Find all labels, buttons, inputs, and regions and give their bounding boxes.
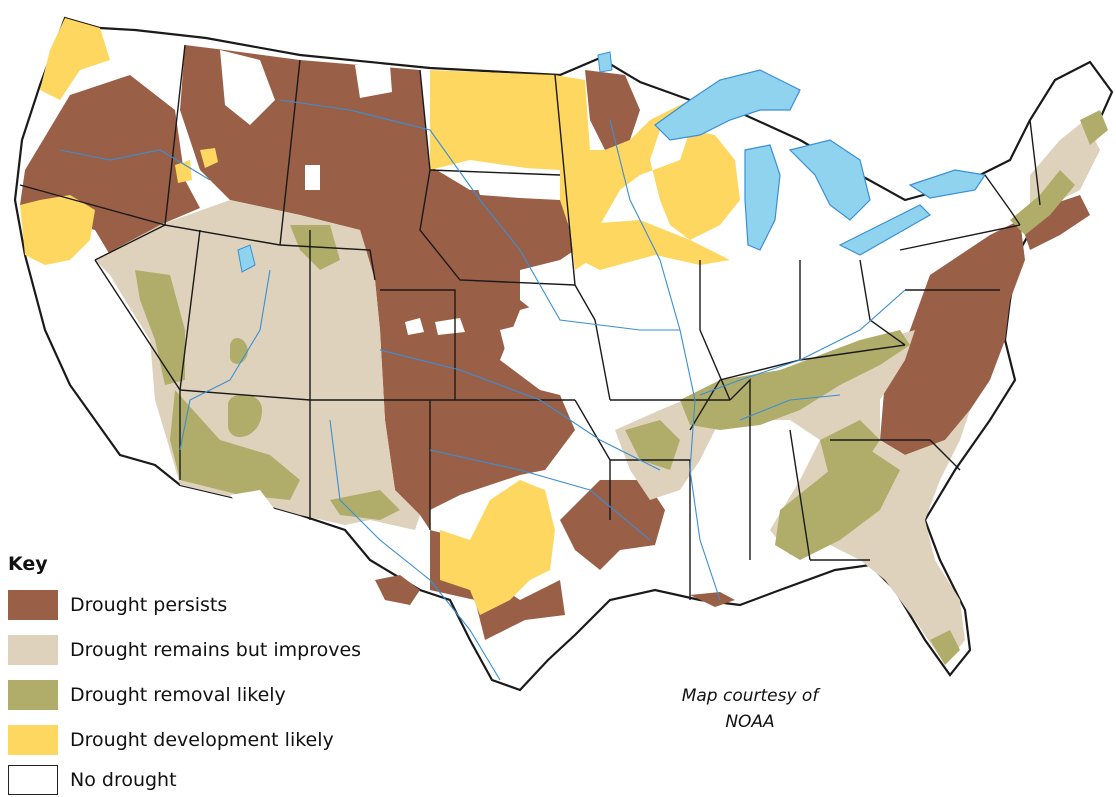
credit-line-2: NOAA: [725, 712, 775, 732]
red-river: [429, 449, 651, 541]
lake-michigan: [744, 144, 781, 251]
region-north-dakota-east: [585, 70, 640, 150]
map-credit: Map courtesy of NOAA: [650, 683, 850, 735]
legend-swatch: [8, 635, 58, 665]
region-carolinas-inland: [820, 420, 880, 480]
region-maine-spot: [1080, 110, 1108, 145]
region-oregon-coast-california: [20, 195, 95, 265]
legend-label: Drought removal likely: [70, 684, 286, 706]
region-louisiana-coast: [690, 592, 735, 607]
region-central-texas: [440, 480, 555, 615]
region-oregon-spot: [175, 160, 192, 183]
credit-line-1: Map courtesy of: [681, 686, 819, 706]
lake-erie: [838, 204, 931, 256]
region-arizona-central: [228, 394, 262, 437]
legend-label: No drought: [70, 769, 177, 791]
legend-item-drought-improves: Drought remains but improves: [8, 635, 428, 667]
rio-grande: [329, 419, 501, 681]
great-salt-lake: [237, 244, 256, 273]
region-arizona-south: [170, 390, 300, 500]
legend-item-drought-development: Drought development likely: [8, 725, 428, 757]
legend-label: Drought development likely: [70, 729, 334, 751]
region-big-bend: [375, 575, 420, 605]
legend-item-drought-persists: Drought persists: [8, 590, 428, 622]
arkansas-river: [379, 349, 661, 471]
mississippi-river: [609, 119, 721, 601]
ohio-river: [699, 289, 906, 396]
legend-item-drought-removal: Drought removal likely: [8, 680, 428, 712]
legend-swatch: [8, 725, 58, 755]
legend-swatch: [8, 680, 58, 710]
hole-kansas: [500, 320, 575, 375]
legend-title: Key: [8, 553, 48, 575]
legend-swatch: [8, 765, 58, 795]
region-new-england-spots: [1010, 170, 1075, 235]
region-arkansas: [560, 480, 665, 570]
snake-river: [59, 149, 211, 181]
legend-swatch: [8, 590, 58, 620]
hole-colorado-central: [435, 318, 465, 335]
tennessee-river: [739, 394, 841, 421]
hole-colorado-east: [405, 318, 424, 335]
legend-label: Drought persists: [70, 594, 228, 616]
region-arkansas-east: [625, 420, 680, 470]
colorado-river: [179, 269, 271, 451]
rivers: [59, 99, 906, 681]
lake-huron: [788, 139, 871, 221]
hole-montana-west: [220, 50, 275, 125]
map-legend: Key Drought persists Drought remains but…: [8, 553, 428, 795]
legend-label: Drought remains but improves: [70, 639, 362, 661]
lake-of-the-woods: [597, 51, 613, 73]
lake-ontario: [908, 169, 987, 199]
region-washington-west: [40, 18, 110, 100]
hole-montana-central: [355, 65, 392, 98]
lake-superior: [654, 69, 801, 141]
region-nevada-west: [135, 270, 185, 385]
region-new-mexico-south: [330, 490, 400, 520]
region-idaho-spot: [200, 148, 218, 168]
missouri-river: [279, 99, 680, 331]
legend-item-no-drought: No drought: [8, 765, 428, 797]
hole-south-dakota: [470, 165, 560, 200]
hole-wyoming: [305, 165, 320, 190]
region-new-england-south: [1020, 195, 1090, 250]
region-florida-spot: [930, 630, 960, 665]
state-borders: [19, 44, 1041, 600]
region-mid-atlantic: [880, 220, 1025, 455]
great-lakes: [654, 69, 987, 256]
hole-arizona-south: [230, 490, 275, 520]
drought-removal-regions: [135, 110, 1108, 665]
western-lakes: [237, 51, 613, 273]
region-tennessee-valley: [680, 330, 910, 430]
